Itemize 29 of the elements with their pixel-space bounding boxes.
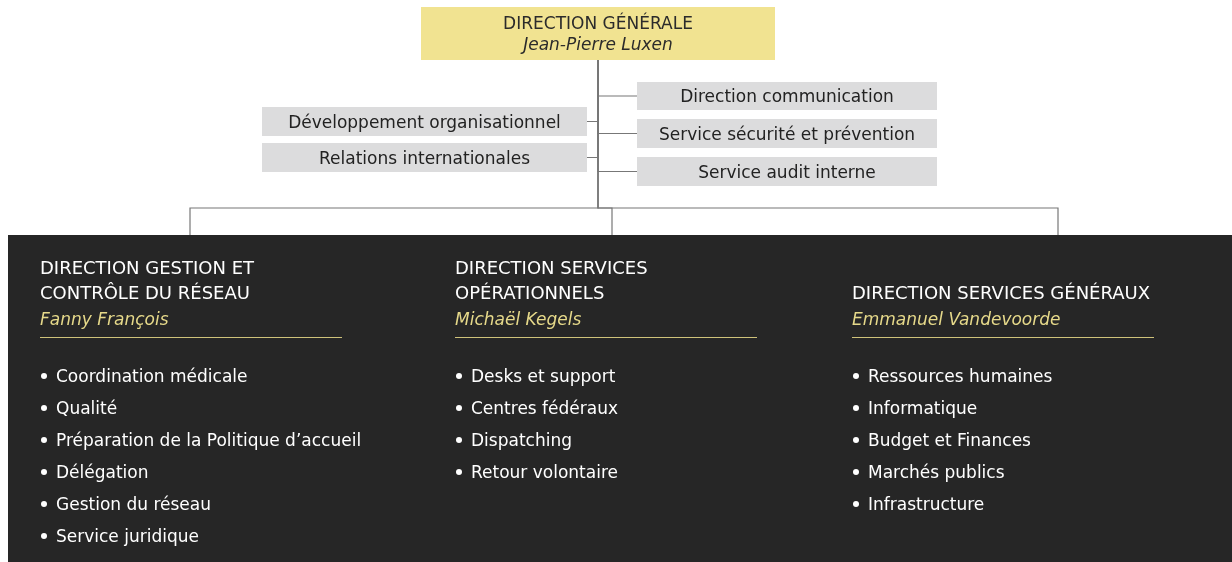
list-item: Marchés publics	[852, 456, 1232, 488]
department-panel	[8, 235, 1232, 562]
list-item: Ressources humaines	[852, 360, 1232, 392]
department-title: DIRECTION SERVICES GÉNÉRAUX	[852, 280, 1152, 305]
list-item: Préparation de la Politique d’accueil	[40, 424, 423, 456]
person-name: Michaël Kegels	[455, 309, 583, 329]
list-item: Service juridique	[40, 520, 423, 552]
list-item: Informatique	[852, 392, 1232, 424]
list-item: Infrastructure	[852, 488, 1232, 520]
unit-box: Direction communication	[637, 82, 937, 110]
person-name: Emmanuel Vandevoorde	[852, 309, 1062, 329]
list-item: Délégation	[40, 456, 423, 488]
list-item: Retour volontaire	[455, 456, 823, 488]
box-title: DIRECTION GÉNÉRALE	[503, 13, 693, 34]
unit-box: Service sécurité et prévention	[637, 119, 937, 148]
list-item: Gestion du réseau	[40, 488, 423, 520]
person-name: Fanny François	[40, 309, 170, 329]
list-item: Desks et support	[455, 360, 823, 392]
list-item: Dispatching	[455, 424, 823, 456]
director-box	[421, 7, 775, 60]
unit-box: Relations internationales	[262, 143, 587, 172]
list-item: Coordination médicale	[40, 360, 423, 392]
list-item: Centres fédéraux	[455, 392, 823, 424]
unit-box: Développement organisationnel	[262, 107, 587, 136]
list-item: Qualité	[40, 392, 423, 424]
department-title: DIRECTION SERVICES OPÉRATIONNELS	[455, 256, 649, 305]
list-item: Budget et Finances	[852, 424, 1232, 456]
unit-box: Service audit interne	[637, 157, 937, 186]
department-title: DIRECTION GESTION ET CONTRÔLE DU RÉSEAU	[40, 256, 256, 305]
